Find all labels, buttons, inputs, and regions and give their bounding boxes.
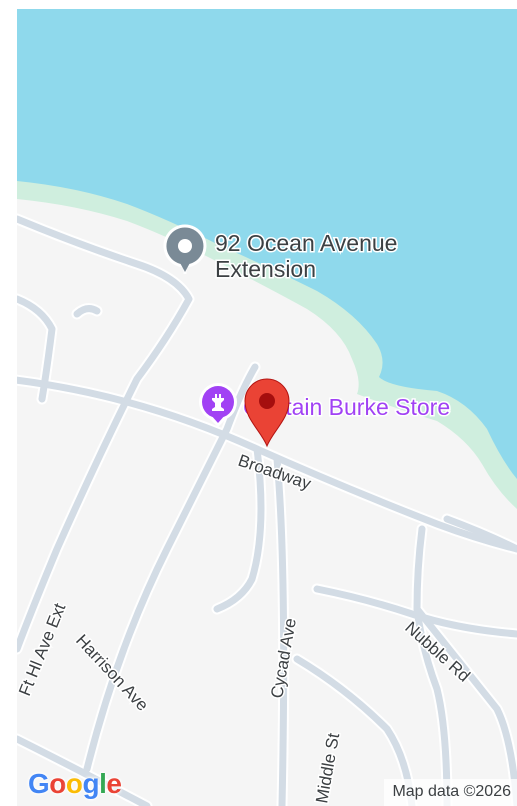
logo-letter: e <box>106 768 122 799</box>
land-area <box>17 199 517 806</box>
map-attribution: Map data ©2026 <box>384 779 517 806</box>
place-label-line1: 92 Ocean Avenue <box>215 230 397 256</box>
rook-icon <box>199 383 237 427</box>
logo-letter: o <box>65 768 83 799</box>
map-canvas[interactable]: Broadway Ft Hl Ave Ext Harrison Ave Cyca… <box>17 9 517 806</box>
red-location-marker-icon[interactable] <box>244 378 290 448</box>
logo-letter: g <box>82 768 100 799</box>
map-pin-icon <box>163 224 207 274</box>
poi-ocean-avenue-extension[interactable]: 92 Ocean Avenue Extension <box>163 224 399 284</box>
logo-letter: G <box>28 768 50 799</box>
logo-letter: o <box>49 768 66 799</box>
place-label-line2: Extension <box>215 256 316 282</box>
logo-letter: l <box>99 768 107 799</box>
map-layer: Broadway Ft Hl Ave Ext Harrison Ave Cyca… <box>17 9 517 806</box>
google-logo: Google <box>28 768 122 800</box>
